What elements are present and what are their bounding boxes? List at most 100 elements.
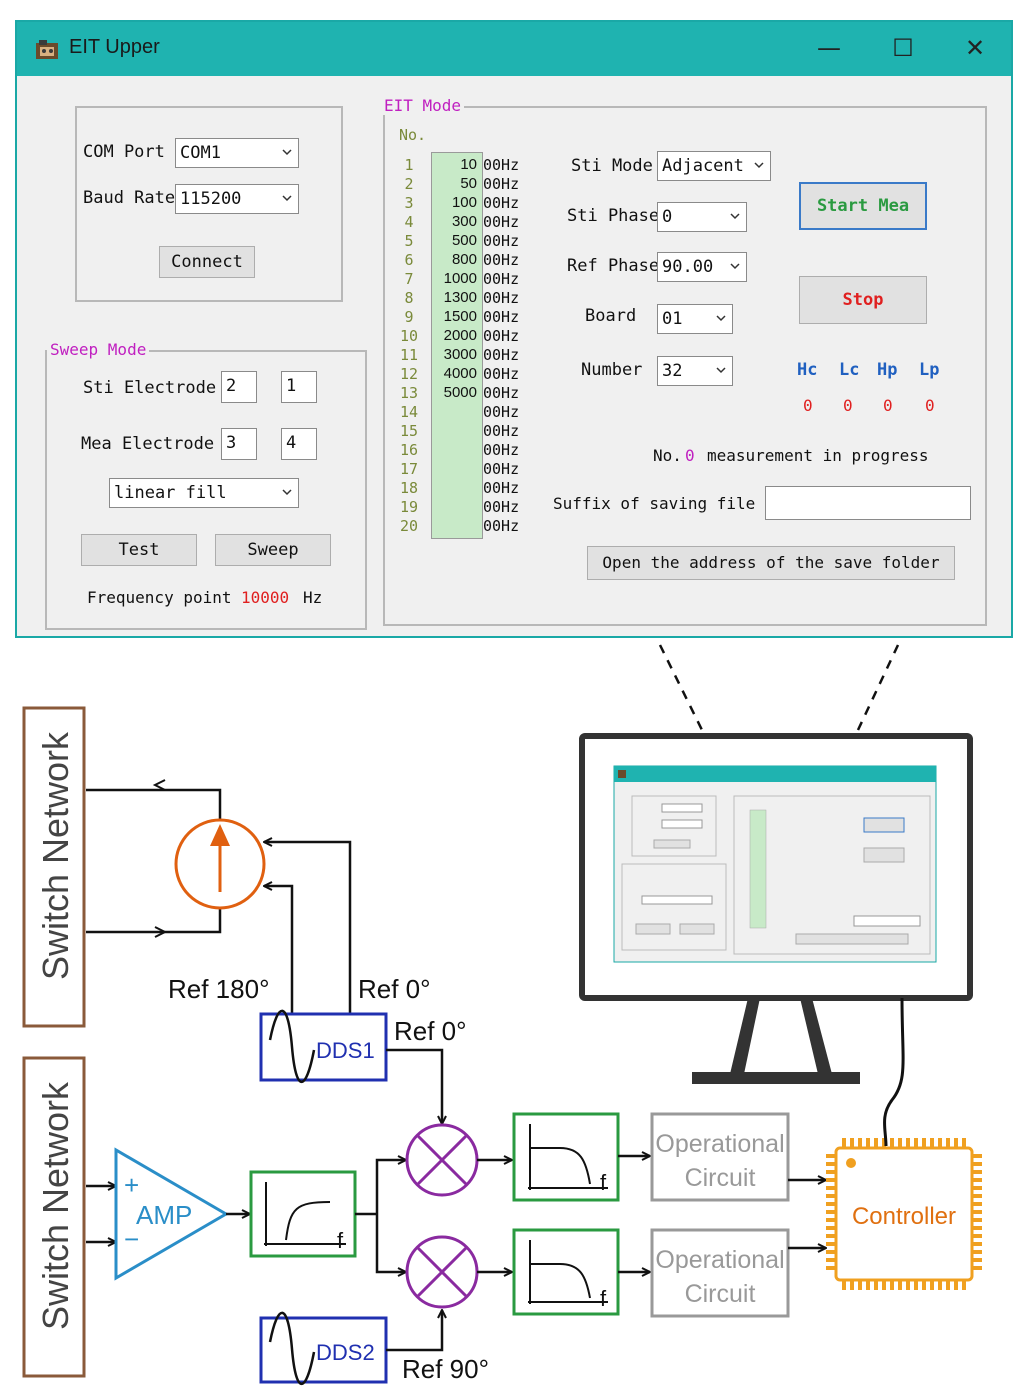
frequency-row-value[interactable]: 800 [451, 251, 477, 268]
frequency-row-unit: 00Hz [483, 194, 520, 212]
progress-text: measurement in progress [707, 446, 929, 465]
hc-label: Hc [797, 360, 818, 380]
frequency-row-unit: 00Hz [483, 384, 520, 402]
mixer-1 [405, 1123, 479, 1197]
frequency-row-unit: 00Hz [483, 517, 520, 535]
stop-button[interactable]: Stop [799, 276, 927, 324]
ref-180-label: Ref 180° [168, 974, 269, 1004]
lowpass-filter-2: f [512, 1228, 620, 1316]
frequency-row-unit: 00Hz [483, 460, 520, 478]
frequency-row-number: 19 [399, 498, 419, 516]
frequency-row-value[interactable]: 5000 [443, 384, 477, 401]
frequency-row-unit: 00Hz [483, 365, 520, 383]
lowpass-filter-1: f [512, 1112, 620, 1202]
suffix-input[interactable] [765, 486, 971, 520]
frequency-row-number: 9 [404, 308, 414, 326]
frequency-row-value[interactable]: 2000 [443, 327, 477, 344]
lc-label: Lc [839, 360, 860, 380]
sti-phase-select[interactable]: 0 [657, 202, 747, 232]
mea-electrode-a-input[interactable]: 3 [221, 428, 257, 460]
frequency-row-value[interactable]: 500 [451, 232, 477, 249]
chevron-down-icon [730, 263, 740, 270]
frequency-row-unit: 00Hz [483, 479, 520, 497]
ref-phase-value: 90.00 [662, 257, 714, 277]
dds2-label: DDS2 [316, 1340, 375, 1365]
frequency-row-value[interactable]: 300 [451, 213, 477, 230]
frequency-row-value[interactable]: 4000 [443, 365, 477, 382]
lp-value: 0 [925, 396, 935, 415]
callout-line-left [658, 644, 704, 731]
lc-value: 0 [843, 396, 853, 415]
baud-rate-label: Baud Rate [83, 188, 176, 208]
connect-button[interactable]: Connect [159, 246, 255, 278]
operational-circuit-1: Operational Circuit [650, 1112, 790, 1202]
amp-minus-sign: − [124, 1224, 139, 1254]
ref-0-top-label: Ref 0° [358, 974, 431, 1004]
board-select[interactable]: 01 [657, 304, 733, 334]
sti-electrode-label: Sti Electrode [83, 378, 217, 398]
open-save-folder-button[interactable]: Open the address of the save folder [587, 546, 955, 580]
frequency-row-value[interactable]: 10 [460, 156, 477, 173]
frequency-row-value[interactable]: 1000 [443, 270, 477, 287]
baud-rate-select[interactable]: 115200 [175, 184, 299, 214]
com-port-select[interactable]: COM1 [175, 138, 299, 168]
test-button[interactable]: Test [81, 534, 197, 566]
op-circuit-2-line1: Operational [655, 1246, 784, 1274]
amplifier: + − AMP [114, 1147, 229, 1281]
minimize-button[interactable]: — [817, 34, 841, 62]
frequency-row-value[interactable]: 1500 [443, 308, 477, 325]
start-mea-button[interactable]: Start Mea [799, 182, 927, 230]
lp-label: Lp [919, 360, 940, 380]
window-title: EIT Upper [69, 36, 160, 58]
board-value: 01 [662, 309, 683, 329]
frequency-row-number: 12 [399, 365, 419, 383]
sti-electrode-a-input[interactable]: 2 [221, 371, 257, 403]
sweep-mode-legend: Sweep Mode [47, 340, 150, 359]
number-value: 32 [662, 361, 683, 381]
maximize-button[interactable]: ☐ [892, 34, 914, 62]
chevron-down-icon [282, 149, 292, 156]
ref-phase-select[interactable]: 90.00 [657, 252, 747, 282]
sweep-button[interactable]: Sweep [215, 534, 331, 566]
sti-mode-select[interactable]: Adjacent [657, 151, 771, 181]
monitor-screen-thumbnail [613, 765, 937, 963]
fill-mode-select[interactable]: linear fill [109, 478, 299, 508]
frequency-list[interactable] [431, 152, 483, 539]
frequency-row-value[interactable]: 3000 [443, 346, 477, 363]
frequency-row-unit: 00Hz [483, 327, 520, 345]
chevron-down-icon [716, 315, 726, 322]
close-button[interactable]: ✕ [964, 34, 986, 62]
frequency-row-unit: 00Hz [483, 308, 520, 326]
frequency-point-label: Frequency point [87, 588, 232, 607]
frequency-row-number: 13 [399, 384, 419, 402]
sti-phase-label: Sti Phase [567, 206, 660, 226]
mea-electrode-label: Mea Electrode [81, 434, 215, 454]
hp-label: Hp [877, 360, 898, 380]
frequency-row-unit: 00Hz [483, 422, 520, 440]
highpass-filter: f [249, 1170, 357, 1258]
sweep-mode-group: Sweep Mode Sti Electrode 2 1 Mea Electro… [45, 340, 367, 630]
switch-network-1-label: Switch Network [35, 731, 76, 980]
com-port-value: COM1 [180, 143, 221, 163]
mixer-2 [405, 1235, 479, 1309]
sti-mode-value: Adjacent [662, 156, 744, 176]
current-source [86, 779, 266, 938]
number-label: Number [581, 360, 643, 380]
frequency-row-number: 4 [404, 213, 414, 231]
frequency-row-number: 3 [404, 194, 414, 212]
title-bar: EIT Upper — ☐ ✕ [17, 22, 1011, 76]
frequency-row-number: 11 [399, 346, 419, 364]
sti-electrode-b-input[interactable]: 1 [281, 371, 317, 403]
frequency-row-value[interactable]: 50 [460, 175, 477, 192]
frequency-row-number: 18 [399, 479, 419, 497]
eit-upper-window: EIT Upper — ☐ ✕ COM Port COM1 Baud Rate … [15, 20, 1013, 638]
frequency-row-number: 6 [404, 251, 414, 269]
number-select[interactable]: 32 [657, 356, 733, 386]
frequency-row-number: 20 [399, 517, 419, 535]
frequency-row-unit: 00Hz [483, 403, 520, 421]
window-content: COM Port COM1 Baud Rate 115200 Connect S… [17, 76, 1011, 636]
mea-electrode-b-input[interactable]: 4 [281, 428, 317, 460]
frequency-row-value[interactable]: 100 [451, 194, 477, 211]
frequency-row-value[interactable]: 1300 [443, 289, 477, 306]
